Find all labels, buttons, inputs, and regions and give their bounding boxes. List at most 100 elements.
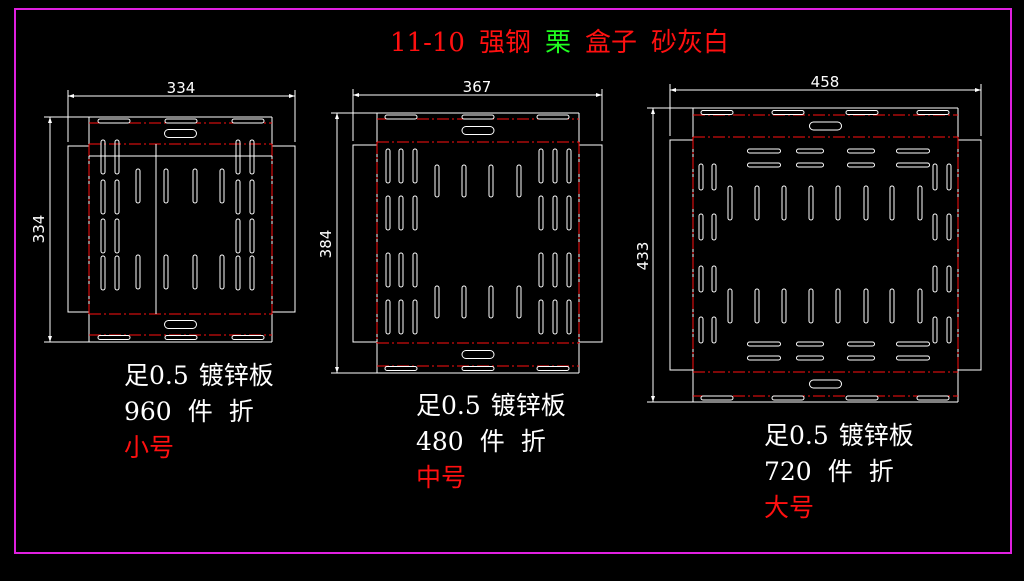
dimension-arrow	[651, 108, 655, 114]
slot-hole	[946, 316, 952, 344]
size-label: 中号	[416, 463, 467, 492]
slot-hole	[796, 148, 824, 154]
slot-hole	[566, 299, 572, 335]
dimension-arrow	[48, 336, 52, 342]
slot-hole	[114, 218, 120, 254]
slot-hole	[711, 316, 717, 344]
slot-hole	[809, 121, 842, 131]
slot-hole	[835, 185, 841, 221]
slot-hole	[461, 114, 495, 120]
quantity-unit: 件	[479, 427, 505, 456]
slot-hole	[412, 252, 418, 288]
dimension-width-large: 458	[811, 73, 840, 91]
side-flap-left	[669, 139, 694, 371]
slot-hole	[488, 164, 494, 198]
slot-hole	[385, 299, 391, 335]
slot-hole	[771, 110, 805, 115]
drawing-small-box	[44, 90, 296, 343]
slot-hole	[566, 252, 572, 288]
dimension-arrow	[651, 396, 655, 402]
slot-hole	[538, 148, 544, 184]
side-flap-left	[352, 144, 378, 343]
dimension-arrow	[335, 367, 339, 373]
dimension-arrow	[596, 93, 602, 97]
dimension-height-small: 334	[30, 215, 48, 244]
slot-hole	[249, 139, 255, 175]
slot-hole	[114, 139, 120, 175]
slot-hole	[231, 118, 265, 124]
slot-hole	[412, 148, 418, 184]
slot-hole	[698, 265, 704, 293]
side-flap-right	[271, 145, 296, 313]
slot-hole	[235, 255, 241, 291]
dimension-width-medium: 367	[463, 78, 492, 96]
slot-hole	[536, 114, 570, 120]
slot-hole	[727, 185, 733, 221]
slot-hole	[566, 195, 572, 231]
dimension-height-medium: 384	[317, 230, 335, 259]
slot-hole	[412, 299, 418, 335]
slot-hole	[754, 288, 760, 324]
slot-hole	[538, 195, 544, 231]
slot-hole	[889, 288, 895, 324]
drawing-medium-box	[331, 89, 603, 374]
slot-hole	[192, 254, 198, 290]
slot-hole	[384, 114, 418, 120]
dimension-width-small: 334	[167, 79, 196, 97]
slot-hole	[727, 288, 733, 324]
slot-hole	[552, 195, 558, 231]
slot-hole	[97, 335, 131, 340]
slot-hole	[249, 218, 255, 254]
slot-hole	[135, 168, 141, 204]
slot-hole	[164, 320, 197, 329]
slot-hole	[100, 218, 106, 254]
slot-hole	[538, 299, 544, 335]
dimension-arrow	[670, 88, 676, 92]
slot-hole	[384, 366, 418, 371]
slot-hole	[538, 252, 544, 288]
slot-hole	[235, 179, 241, 215]
slot-hole	[808, 185, 814, 221]
slot-hole	[747, 355, 781, 361]
slot-hole	[747, 162, 781, 168]
quantity: 720	[764, 457, 812, 486]
material-name: 镀锌板	[490, 391, 566, 420]
fold-note: 折	[228, 397, 254, 426]
dimension-arrow	[68, 94, 74, 98]
fold-note: 折	[868, 457, 894, 486]
slot-hole	[461, 350, 495, 359]
slot-hole	[896, 162, 930, 168]
slot-hole	[100, 179, 106, 215]
slot-hole	[461, 126, 495, 135]
slot-hole	[434, 164, 440, 198]
slot-hole	[552, 252, 558, 288]
slot-hole	[385, 252, 391, 288]
slot-hole	[747, 148, 781, 154]
dimension-arrow	[48, 117, 52, 123]
title-color: 砂灰白	[651, 28, 730, 58]
slot-hole	[847, 162, 875, 168]
slot-hole	[781, 288, 787, 324]
slot-hole	[946, 213, 952, 241]
slot-hole	[809, 379, 842, 389]
slot-hole	[863, 288, 869, 324]
slot-hole	[566, 148, 572, 184]
slot-hole	[385, 148, 391, 184]
slot-hole	[97, 118, 131, 124]
slot-hole	[164, 335, 198, 340]
title-highlight: 栗	[544, 28, 571, 58]
slot-hole	[249, 255, 255, 291]
slot-hole	[946, 163, 952, 191]
slot-hole	[711, 163, 717, 191]
slot-hole	[845, 110, 879, 115]
slot-hole	[412, 195, 418, 231]
slot-hole	[847, 355, 875, 361]
slot-hole	[754, 185, 760, 221]
title-product: 盒子	[584, 28, 637, 58]
